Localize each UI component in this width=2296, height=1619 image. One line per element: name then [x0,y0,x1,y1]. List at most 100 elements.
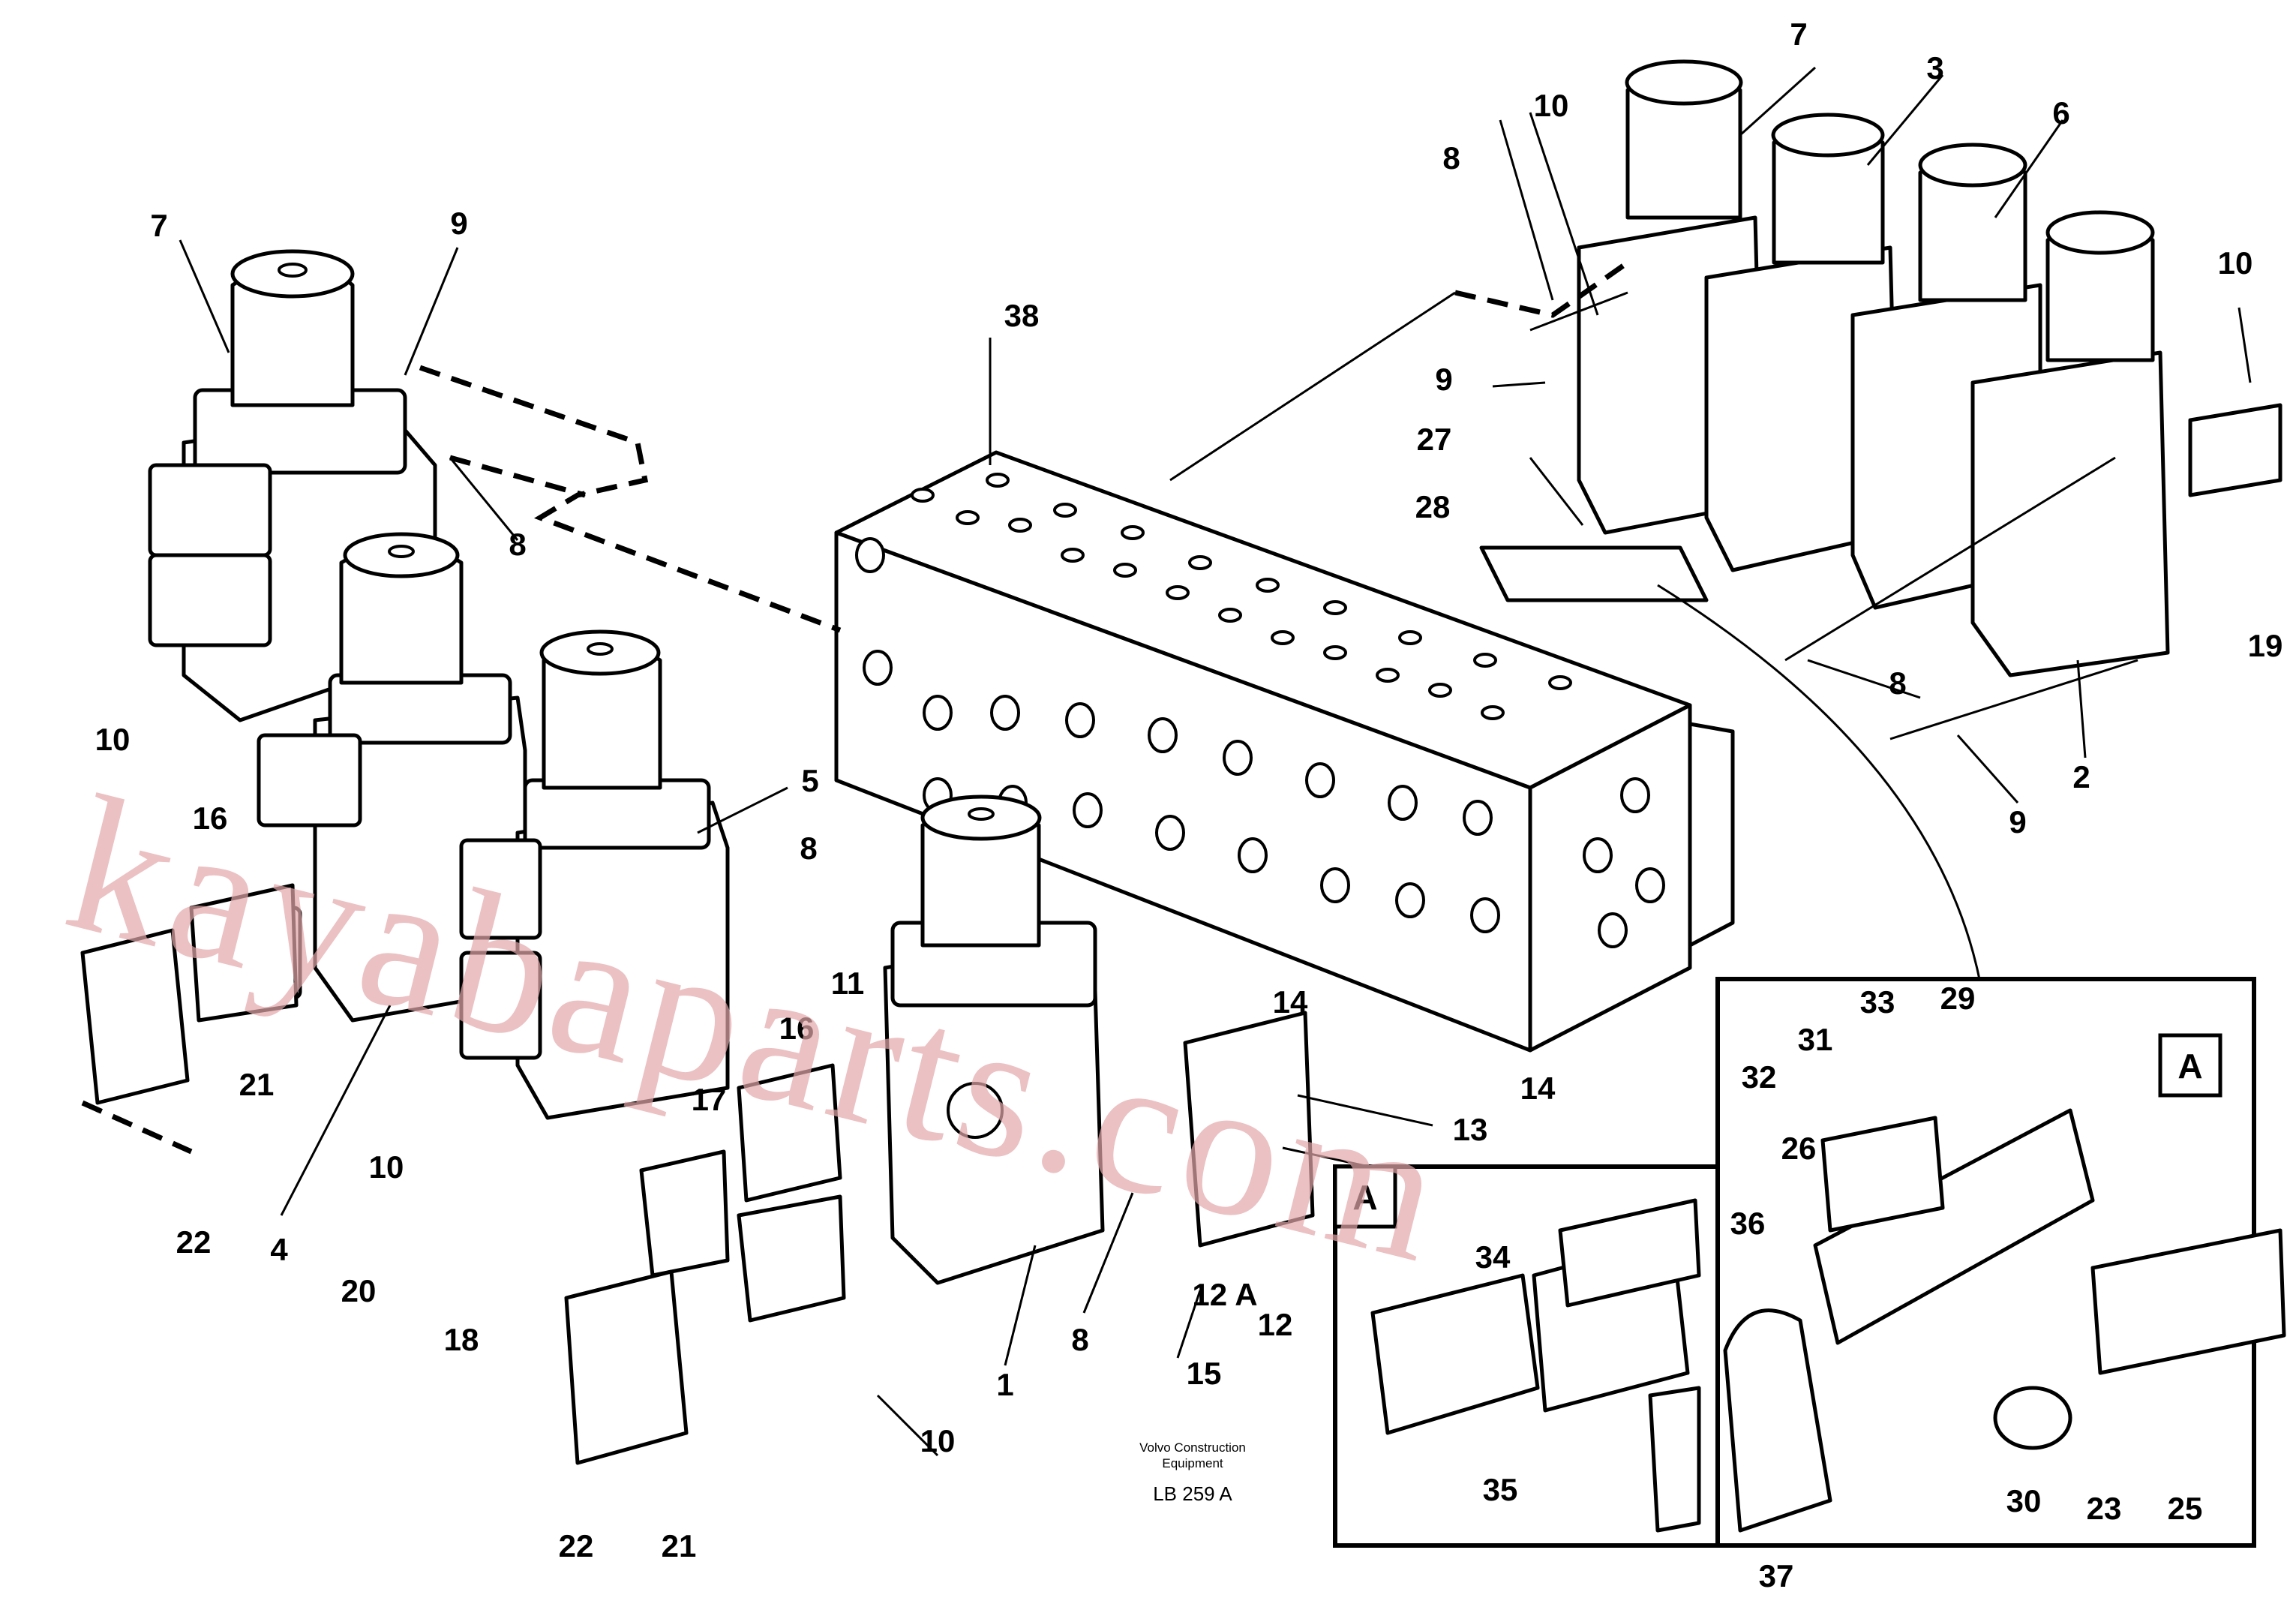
manifold-port [1166,585,1190,600]
callout-c13: 13 [1453,1112,1488,1147]
caption-drawing-code: LB 259 A [1153,1482,1232,1505]
manifold-side-port [1388,785,1418,821]
manifold-port [1398,630,1422,645]
callout-c17: 17 [692,1082,727,1117]
callout-c6: 6 [2052,95,2069,131]
callout-c37: 37 [1759,1558,1794,1593]
small-blocks [564,1011,1315,1465]
manifold-port [1323,645,1347,660]
callout-c4: 4 [270,1232,288,1267]
manifold-side-port [1598,912,1628,948]
callout-c8a: 8 [509,527,526,562]
callout-c8b: 8 [800,831,817,866]
callout-c22b: 22 [559,1528,594,1563]
manifold-port [1061,548,1085,563]
callout-c11: 11 [831,966,864,1001]
detail-tag-left: A [1352,1178,1377,1217]
manifold-port [986,473,1010,488]
leader-lines [179,66,2252,1457]
manifold-port [1548,675,1572,690]
callout-c8d: 8 [1442,140,1460,176]
callout-c38: 38 [1004,298,1040,333]
callout-c7a: 7 [150,208,167,243]
callout-c10a: 10 [1534,88,1569,123]
callout-c35: 35 [1483,1472,1518,1507]
manifold-port [1323,600,1347,615]
callout-c9c: 9 [2009,804,2026,840]
callout-c10e: 10 [2218,245,2253,281]
callout-c32: 32 [1742,1059,1777,1095]
inset-detail-a-right [1715,977,2286,1548]
callout-c5: 5 [801,763,818,798]
manifold-side-port [1635,867,1665,903]
callout-c16b: 16 [779,1011,815,1046]
callout-c3: 3 [1926,50,1943,86]
manifold-port [1473,653,1497,668]
callout-c8c: 8 [1071,1322,1088,1357]
manifold-side-port [1223,740,1253,776]
detail-tag-right: A [2177,1047,2202,1086]
callout-c19: 19 [2248,628,2283,663]
drawing-caption: Volvo Construction Equipment LB 259 A [1139,1440,1246,1505]
callout-c18: 18 [444,1322,479,1357]
manifold-port [1188,555,1212,570]
manifold-side-port [923,695,953,731]
manifold-port [1481,705,1505,720]
callout-c21a: 21 [239,1067,275,1102]
manifold-side-port [1463,800,1493,836]
callout-c10d: 10 [920,1423,956,1458]
callout-c15: 15 [1187,1356,1222,1391]
manifold-side-port [1073,792,1103,828]
callout-c28: 28 [1415,489,1451,524]
manifold-port [1428,683,1452,698]
callout-c20: 20 [341,1273,377,1308]
front-centre-valve [883,794,1105,1285]
callout-c22a: 22 [176,1224,212,1260]
callout-c34: 34 [1475,1239,1511,1275]
manifold-side-port [1620,777,1650,813]
manifold-port [1121,525,1145,540]
manifold-side-port [1065,702,1095,738]
manifold-port [1271,630,1295,645]
callout-c33: 33 [1860,984,1895,1020]
manifold-port [956,510,980,525]
callout-c12: 12 [1258,1307,1293,1342]
callout-c30: 30 [2006,1483,2042,1518]
callout-c14b: 14 [1520,1071,1556,1106]
callout-c16a: 16 [193,800,228,836]
callout-c12A: 12 A [1192,1277,1257,1312]
manifold-side-port [863,650,893,686]
manifold-port [911,488,935,503]
callout-c9b: 9 [1435,362,1452,397]
manifold-side-port [990,695,1020,731]
manifold-side-port [1148,717,1178,753]
left-valve-group [80,249,730,1120]
callout-c1: 1 [996,1367,1013,1402]
manifold-side-port [1583,837,1613,873]
callout-c29: 29 [1940,981,1976,1016]
manifold-port [1376,668,1400,683]
callout-c25: 25 [2168,1491,2203,1526]
callout-c2: 2 [2072,759,2090,794]
manifold-side-port [1470,897,1500,933]
manifold-port [1218,608,1242,623]
callout-c10c: 10 [369,1149,404,1185]
manifold-side-port [1320,867,1350,903]
inset-detail-a-left [1333,1164,1724,1548]
right-valve-group [1479,59,2282,677]
callout-c7b: 7 [1790,17,1807,52]
callout-c9a: 9 [450,206,467,241]
manifold-port [1008,518,1032,533]
manifold-port [1256,578,1280,593]
manifold-side-port [1155,815,1185,851]
callout-c26: 26 [1781,1131,1817,1166]
manifold-side-port [1395,882,1425,918]
manifold-block [834,450,1735,1053]
caption-company-line2: Equipment [1162,1456,1223,1470]
callout-c14a: 14 [1273,984,1308,1020]
manifold-port [1113,563,1137,578]
callout-c10b: 10 [95,722,131,757]
callout-c31: 31 [1798,1022,1833,1057]
